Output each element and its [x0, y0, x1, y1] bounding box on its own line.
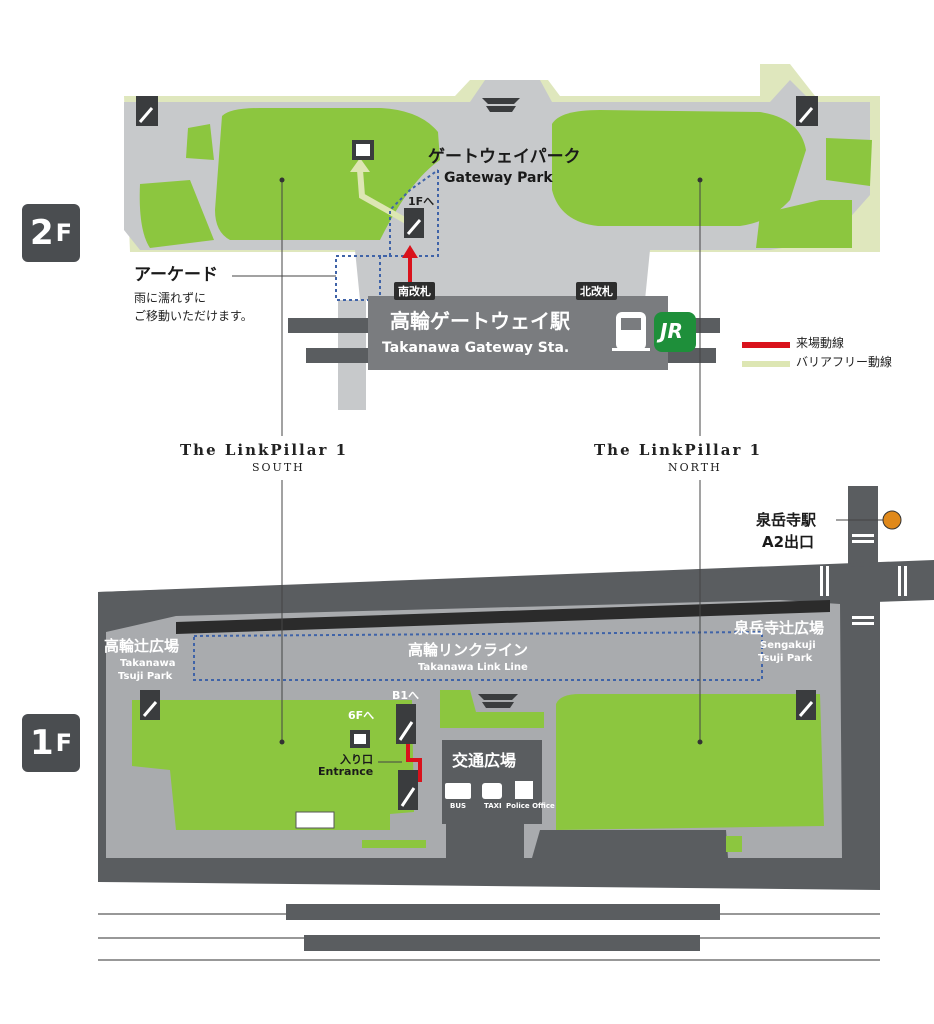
- stairs-icon-2f: [482, 98, 520, 112]
- sengakuji-tsuji-en-1: Sengakuji: [760, 640, 816, 651]
- entrance-jp: 入り口: [340, 753, 373, 766]
- crosswalks: [820, 534, 907, 625]
- floor-number: 1: [29, 723, 54, 763]
- sengakuji-station: 泉岳寺駅: [756, 511, 817, 529]
- floor-number: 2: [29, 213, 54, 253]
- legend-route: 来場動線: [796, 336, 845, 350]
- sengakuji-tsuji-en-2: Tsuji Park: [758, 653, 813, 664]
- small-park-4: [756, 200, 852, 248]
- restroom-icon: [295, 811, 335, 829]
- sengakuji-station-marker: [882, 510, 902, 530]
- pillar-south-dot-2f: [279, 177, 285, 183]
- small-park-3: [826, 138, 872, 186]
- north-block: [556, 694, 824, 830]
- to-6f: 6Fへ: [348, 709, 375, 722]
- south-block: [132, 700, 414, 830]
- jr-logo: [654, 312, 696, 352]
- small-park-1: [186, 124, 214, 160]
- stairs-icon-1f: [478, 694, 518, 708]
- taxi-label: TAXI: [484, 802, 502, 810]
- escalator-icon-2f-a: [136, 96, 158, 126]
- pillar-south-sub: SOUTH: [252, 461, 305, 474]
- pillar-north-sub: NORTH: [668, 461, 722, 474]
- railway: [98, 904, 880, 961]
- police-label: Police Office: [506, 802, 555, 810]
- escalator-icon-1f-b: [398, 770, 418, 810]
- floor-suffix: F: [55, 219, 73, 247]
- legend-swatches: [742, 342, 790, 367]
- north-gate-label: 北改札: [576, 282, 617, 300]
- takanawa-tsuji-en-2: Tsuji Park: [118, 671, 173, 682]
- pillar-south-name: The LinkPillar 1: [180, 441, 349, 459]
- south-strip: [362, 840, 426, 848]
- takanawa-tsuji-en-1: Takanawa: [120, 658, 176, 669]
- pillar-south-dot-1f: [279, 739, 285, 745]
- train-icon: [612, 312, 650, 351]
- arcade-note-2: ご移動いただけます。: [134, 309, 253, 323]
- gateway-park-right: [552, 110, 806, 226]
- north-strip: [726, 836, 742, 852]
- south-gate-label: 南改札: [394, 282, 435, 300]
- pillar-north-name: The LinkPillar 1: [594, 441, 763, 459]
- takanawa-tsuji-jp: 高輪辻広場: [104, 637, 180, 655]
- escalator-icon-1f-c: [140, 690, 160, 720]
- small-park-2: [139, 180, 214, 248]
- elevator-icon-2f: [352, 140, 374, 160]
- bus-icon: [445, 783, 471, 799]
- gateway-park-en: Gateway Park: [444, 170, 553, 186]
- escalator-icon-1f-a: [396, 704, 416, 744]
- barrier-free-route: [357, 167, 411, 225]
- route-arrowhead-2f: [402, 245, 418, 258]
- arcade-title: アーケード: [134, 265, 218, 285]
- route-1f: [406, 742, 422, 782]
- barrier-free-arrow: [350, 158, 370, 172]
- link-line-jp: 高輪リンクライン: [408, 641, 529, 659]
- upper-floor-plan: [124, 64, 880, 436]
- escalator-icon-2f-b: [796, 96, 818, 126]
- legend-barrier-free: バリアフリー動線: [796, 355, 893, 369]
- jr-logo-text: JR: [660, 319, 683, 343]
- link-line-en: Takanawa Link Line: [418, 662, 528, 673]
- transport-plaza-label: 交通広場: [452, 751, 517, 770]
- escalator-icon-1f-d: [796, 690, 816, 720]
- arcade-note-1: 雨に濡れずに: [134, 291, 207, 305]
- pillar-north-dot-1f: [697, 739, 703, 745]
- link-line-outline: [193, 630, 763, 681]
- bus-label: BUS: [450, 802, 467, 810]
- lower-floor-plan: [98, 480, 934, 961]
- escalator-icon-2f-c: [404, 208, 424, 238]
- entrance-en: Entrance: [318, 765, 374, 778]
- pillar-north-dot-2f: [697, 177, 703, 183]
- sengakuji-exit: A2出口: [762, 533, 815, 551]
- floor-suffix: F: [55, 729, 73, 757]
- elevator-icon-1f: [350, 730, 370, 748]
- link-line-roof: [176, 600, 830, 634]
- station-name-jp: 高輪ゲートウェイ駅: [390, 309, 570, 333]
- sengakuji-tsuji-jp: 泉岳寺辻広場: [734, 619, 825, 637]
- taxi-icon: [482, 783, 502, 799]
- center-green: [440, 690, 544, 728]
- to-b1: B1へ: [392, 689, 420, 702]
- gateway-park-jp: ゲートウェイパーク: [428, 147, 581, 167]
- station-name-en: Takanawa Gateway Sta.: [382, 340, 570, 356]
- police-icon: [515, 781, 533, 799]
- to-1f-label: 1Fへ: [408, 195, 435, 208]
